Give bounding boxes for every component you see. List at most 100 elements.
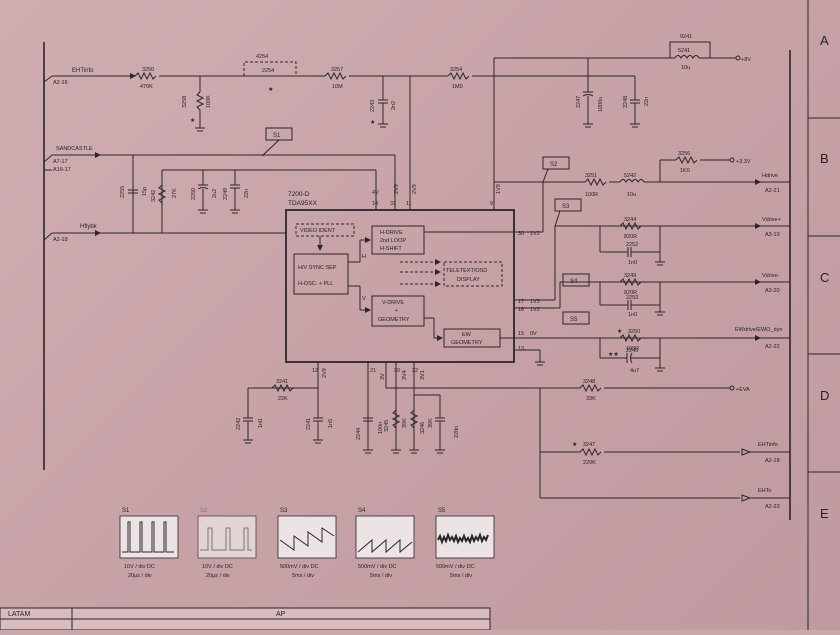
scope-s4-screen [355, 515, 415, 559]
bottom-right-section: 3248 33K +EVA 3247 220K ★ EHTinfo A2-18 … [385, 362, 790, 510]
ic-bottom-pins: 12 2V9 3241 22K 2242 1n0 2241 1n5 21 3V … [236, 362, 460, 454]
c2246-ref: 2246 [626, 348, 638, 354]
scope-s2-title: S2 [200, 508, 208, 514]
loop-label: 2nd LOOP [380, 238, 406, 244]
zone-label-c: C [820, 270, 829, 285]
c2247-ref: 2247 [576, 96, 582, 108]
r3254-val: 1M0 [452, 84, 463, 90]
vdrive-pos-label: Vdrive+ [762, 217, 781, 223]
pin-17: 17 [518, 299, 524, 305]
scope-s3-title: S3 [280, 508, 288, 514]
h-label: H [362, 254, 366, 260]
c2246-val: 4u7 [630, 368, 639, 374]
scope-s4-title: S4 [358, 508, 366, 514]
r3251-ref: 3251 [585, 173, 597, 179]
pin-30: 30 [518, 231, 524, 237]
zone-strip: A B C D E [807, 0, 840, 630]
connector-a2-23: A2-23 [765, 504, 780, 510]
scope-s5-time: 5ms / div [450, 573, 472, 579]
scope-s2-screen [197, 515, 257, 559]
sandcastle-section: S1 SANDCASTLE A7-17 A16-17 [43, 127, 396, 210]
pin-20: 20 [394, 368, 400, 374]
zone-label-e: E [820, 506, 829, 521]
c2241-ref: 2241 [306, 418, 312, 430]
zone-label-a: A [820, 33, 829, 48]
s2-tag: S2 [550, 162, 558, 168]
pin-11: 11 [406, 201, 412, 207]
v-label: V [362, 296, 366, 302]
vdrive-neg-label: Vdrive- [762, 273, 780, 279]
connector-a3-19: A3-19 [765, 232, 780, 238]
ehtinfo-out-label: EHTinfo [758, 442, 778, 448]
r3250-val: 470K [140, 84, 153, 90]
star-marker-4: ★ [617, 328, 622, 335]
r9241-ref: 9241 [680, 34, 692, 40]
pin-15-volt: 0V [530, 331, 537, 337]
r3247-ref: 3247 [583, 442, 595, 448]
connector-a2-22: A2-22 [765, 344, 780, 350]
c2244-val: 100n [378, 422, 384, 434]
star-marker-5: ★ [572, 441, 577, 448]
c2250-ref: 2250 [191, 188, 197, 200]
ehtinfo-input-section: A2-16 EHTinfo 3250 470K 3258 100K ★ 4254… [43, 54, 635, 132]
plus8v-label: +8V [741, 57, 751, 63]
r3257-val: 10M [332, 84, 343, 90]
star-marker-3: ★ [370, 119, 375, 126]
connector-a2-18b: A2-18 [765, 458, 780, 464]
c2250-val: 2u2 [212, 189, 218, 198]
hdrive-output-section: S2 30 1V2 3251 100R 5242 10u Hdrive A2-2… [424, 151, 790, 237]
teletext-label: TELETEXT/OSD [446, 268, 487, 274]
hflybk-section: A2-18 Hflybk 2255 15p 3242 27K 2250 2u2 … [43, 155, 377, 243]
zone-label-d: D [820, 388, 829, 403]
scope-s5-volts: 500mV / div DC [436, 564, 475, 570]
pin-12: 12 [312, 368, 318, 374]
c2249-val: 22n [244, 189, 250, 198]
scope-s3-time: 5ms / div [292, 573, 314, 579]
scope-s1-title: S1 [122, 508, 130, 514]
c2244-ref: 2244 [356, 428, 362, 440]
r3258-ref: 3258 [182, 96, 188, 108]
c2253-val: 1n0 [628, 312, 637, 318]
c2243-ref: 2243 [370, 100, 376, 112]
ic-ref: 7200-D [288, 191, 310, 198]
plus33v-label: +3.3V [736, 159, 751, 165]
r3257-ref: 3257 [331, 67, 343, 73]
c4254-ref: 4254 [256, 54, 268, 60]
scope-panels: S1 10V / div DC 20µs / div S2 10V / div … [119, 508, 495, 579]
r3246-ref: 3246 [420, 422, 426, 434]
r3251-val: 100R [585, 192, 598, 198]
plus8v-supply-section: 9241 5241 10u +8V 2247 1000u 2248 22n [493, 34, 751, 210]
ic-type: TDA95XX [288, 200, 318, 207]
hdrive-conn-label: Hdrive [762, 173, 778, 179]
r3244-val: 820R [624, 234, 637, 240]
scope-s5-trace [437, 532, 489, 545]
r3241-ref: 3241 [276, 379, 288, 385]
c2242-ref: 2242 [236, 418, 242, 430]
r3245-val: 39K [402, 418, 408, 428]
s1-tag: S1 [273, 133, 281, 139]
c2241-val: 1n5 [328, 419, 334, 428]
r3252-ref: 3250 [628, 329, 640, 335]
r3248-ref: 3248 [583, 379, 595, 385]
c2252-ref: 2252 [626, 242, 638, 248]
r3254-ref: 3254 [450, 67, 462, 73]
pin-13: 13 [518, 346, 524, 352]
pin-21-volt: 3V [380, 373, 386, 380]
r3244-ref: 3244 [624, 217, 636, 223]
c2249-ref: 2249 [223, 188, 229, 200]
video-ident-label: VIDEO IDENT [300, 228, 336, 234]
bottom-table: LATAM AP [0, 607, 491, 631]
ehto-label: EHTo [758, 488, 771, 494]
r3249-val: 820R [624, 290, 637, 296]
s5-tag: S5 [570, 317, 578, 323]
pin-9: 9 [490, 201, 493, 207]
connector-a2-21: A2-21 [765, 188, 780, 194]
r3242-val: 27K [172, 188, 178, 198]
r3245-ref: 3245 [384, 420, 390, 432]
ew-output-section: S5 15 0V 3250 100R ★ 2246 4u7 ★★ EWdrive… [500, 311, 790, 374]
connector-a2-16: A2-16 [53, 80, 68, 86]
r3246-val: 39K [428, 418, 434, 428]
hosc-pll-label: H-OSC. + PLL [298, 281, 333, 287]
c2254-ref: 2254 [262, 68, 274, 74]
r3241-val: 22K [278, 396, 288, 402]
